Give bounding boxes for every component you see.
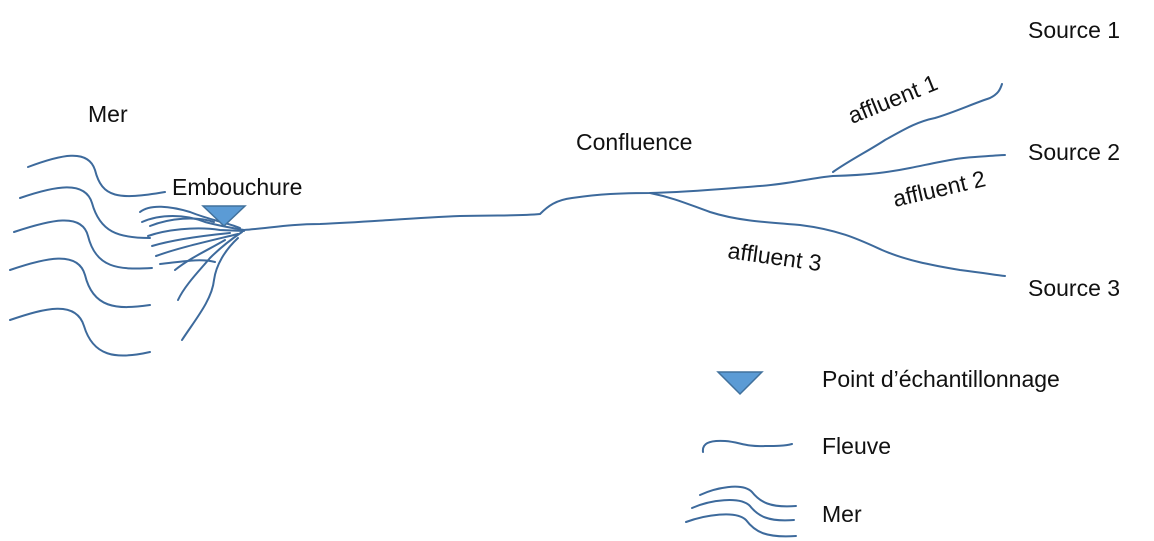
sea-waves-icon: [685, 485, 797, 538]
label-source-1: Source 1: [1028, 17, 1120, 43]
legend: Point d’échantillonnage Fleuve Mer: [685, 366, 1060, 538]
label-embouchure: Embouchure: [172, 174, 302, 200]
sea-wave-1: [27, 154, 166, 198]
label-affluent-3: affluent 3: [726, 237, 823, 276]
affluent-2-river: [832, 154, 1006, 177]
sea-wave-3: [13, 219, 153, 270]
main-river: [243, 175, 834, 231]
affluent-3-river: [649, 192, 1006, 277]
legend-label-sampling: Point d’échantillonnage: [822, 366, 1060, 392]
legend-label-mer: Mer: [822, 501, 862, 527]
estuary-delta: [139, 205, 245, 341]
label-confluence: Confluence: [576, 129, 692, 155]
label-source-3: Source 3: [1028, 275, 1120, 301]
sea-wave-5: [9, 307, 151, 357]
label-affluent-2: affluent 2: [890, 165, 988, 212]
legend-label-fleuve: Fleuve: [822, 433, 891, 459]
label-source-2: Source 2: [1028, 139, 1120, 165]
label-mer: Mer: [88, 101, 128, 127]
sea-wave-2: [19, 186, 151, 239]
affluent-1-river: [832, 83, 1003, 173]
river-line-icon: [701, 439, 793, 453]
sea-wave-4: [9, 257, 151, 308]
sea-waves: [9, 154, 166, 357]
triangle-marker-icon: [716, 371, 764, 396]
sampling-point-marker: [201, 205, 247, 228]
